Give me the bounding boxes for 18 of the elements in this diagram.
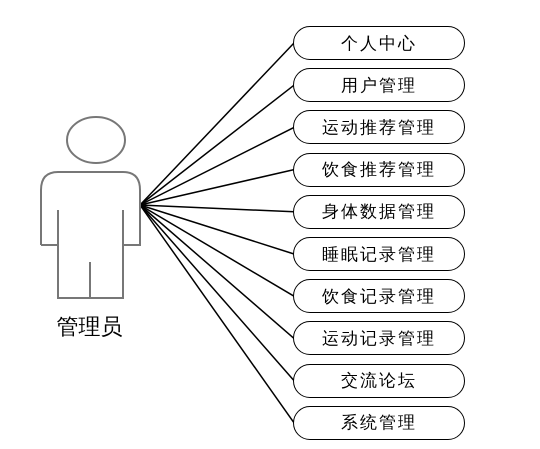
association-line	[139, 204, 295, 382]
association-line	[140, 204, 294, 213]
use-case-label: 运动推荐管理	[322, 116, 436, 139]
use-case-label: 个人中心	[341, 32, 417, 54]
association-line	[140, 126, 294, 206]
actor-label: 管理员	[56, 314, 124, 342]
use-case-label: 交流论坛	[341, 370, 417, 392]
association-line	[139, 204, 295, 424]
association-line	[139, 42, 295, 206]
use-case-label: 用户管理	[341, 74, 417, 97]
use-case-label: 系统管理	[341, 412, 417, 434]
use-case-label: 饮食记录管理	[322, 286, 436, 308]
association-line	[140, 168, 294, 206]
use-case-label: 运动记录管理	[322, 328, 436, 350]
use-case-label: 睡眠记录管理	[322, 244, 436, 266]
use-case-label: 身体数据管理	[322, 201, 436, 224]
use-case-label: 饮食推荐管理	[322, 159, 436, 182]
association-line	[140, 204, 294, 255]
